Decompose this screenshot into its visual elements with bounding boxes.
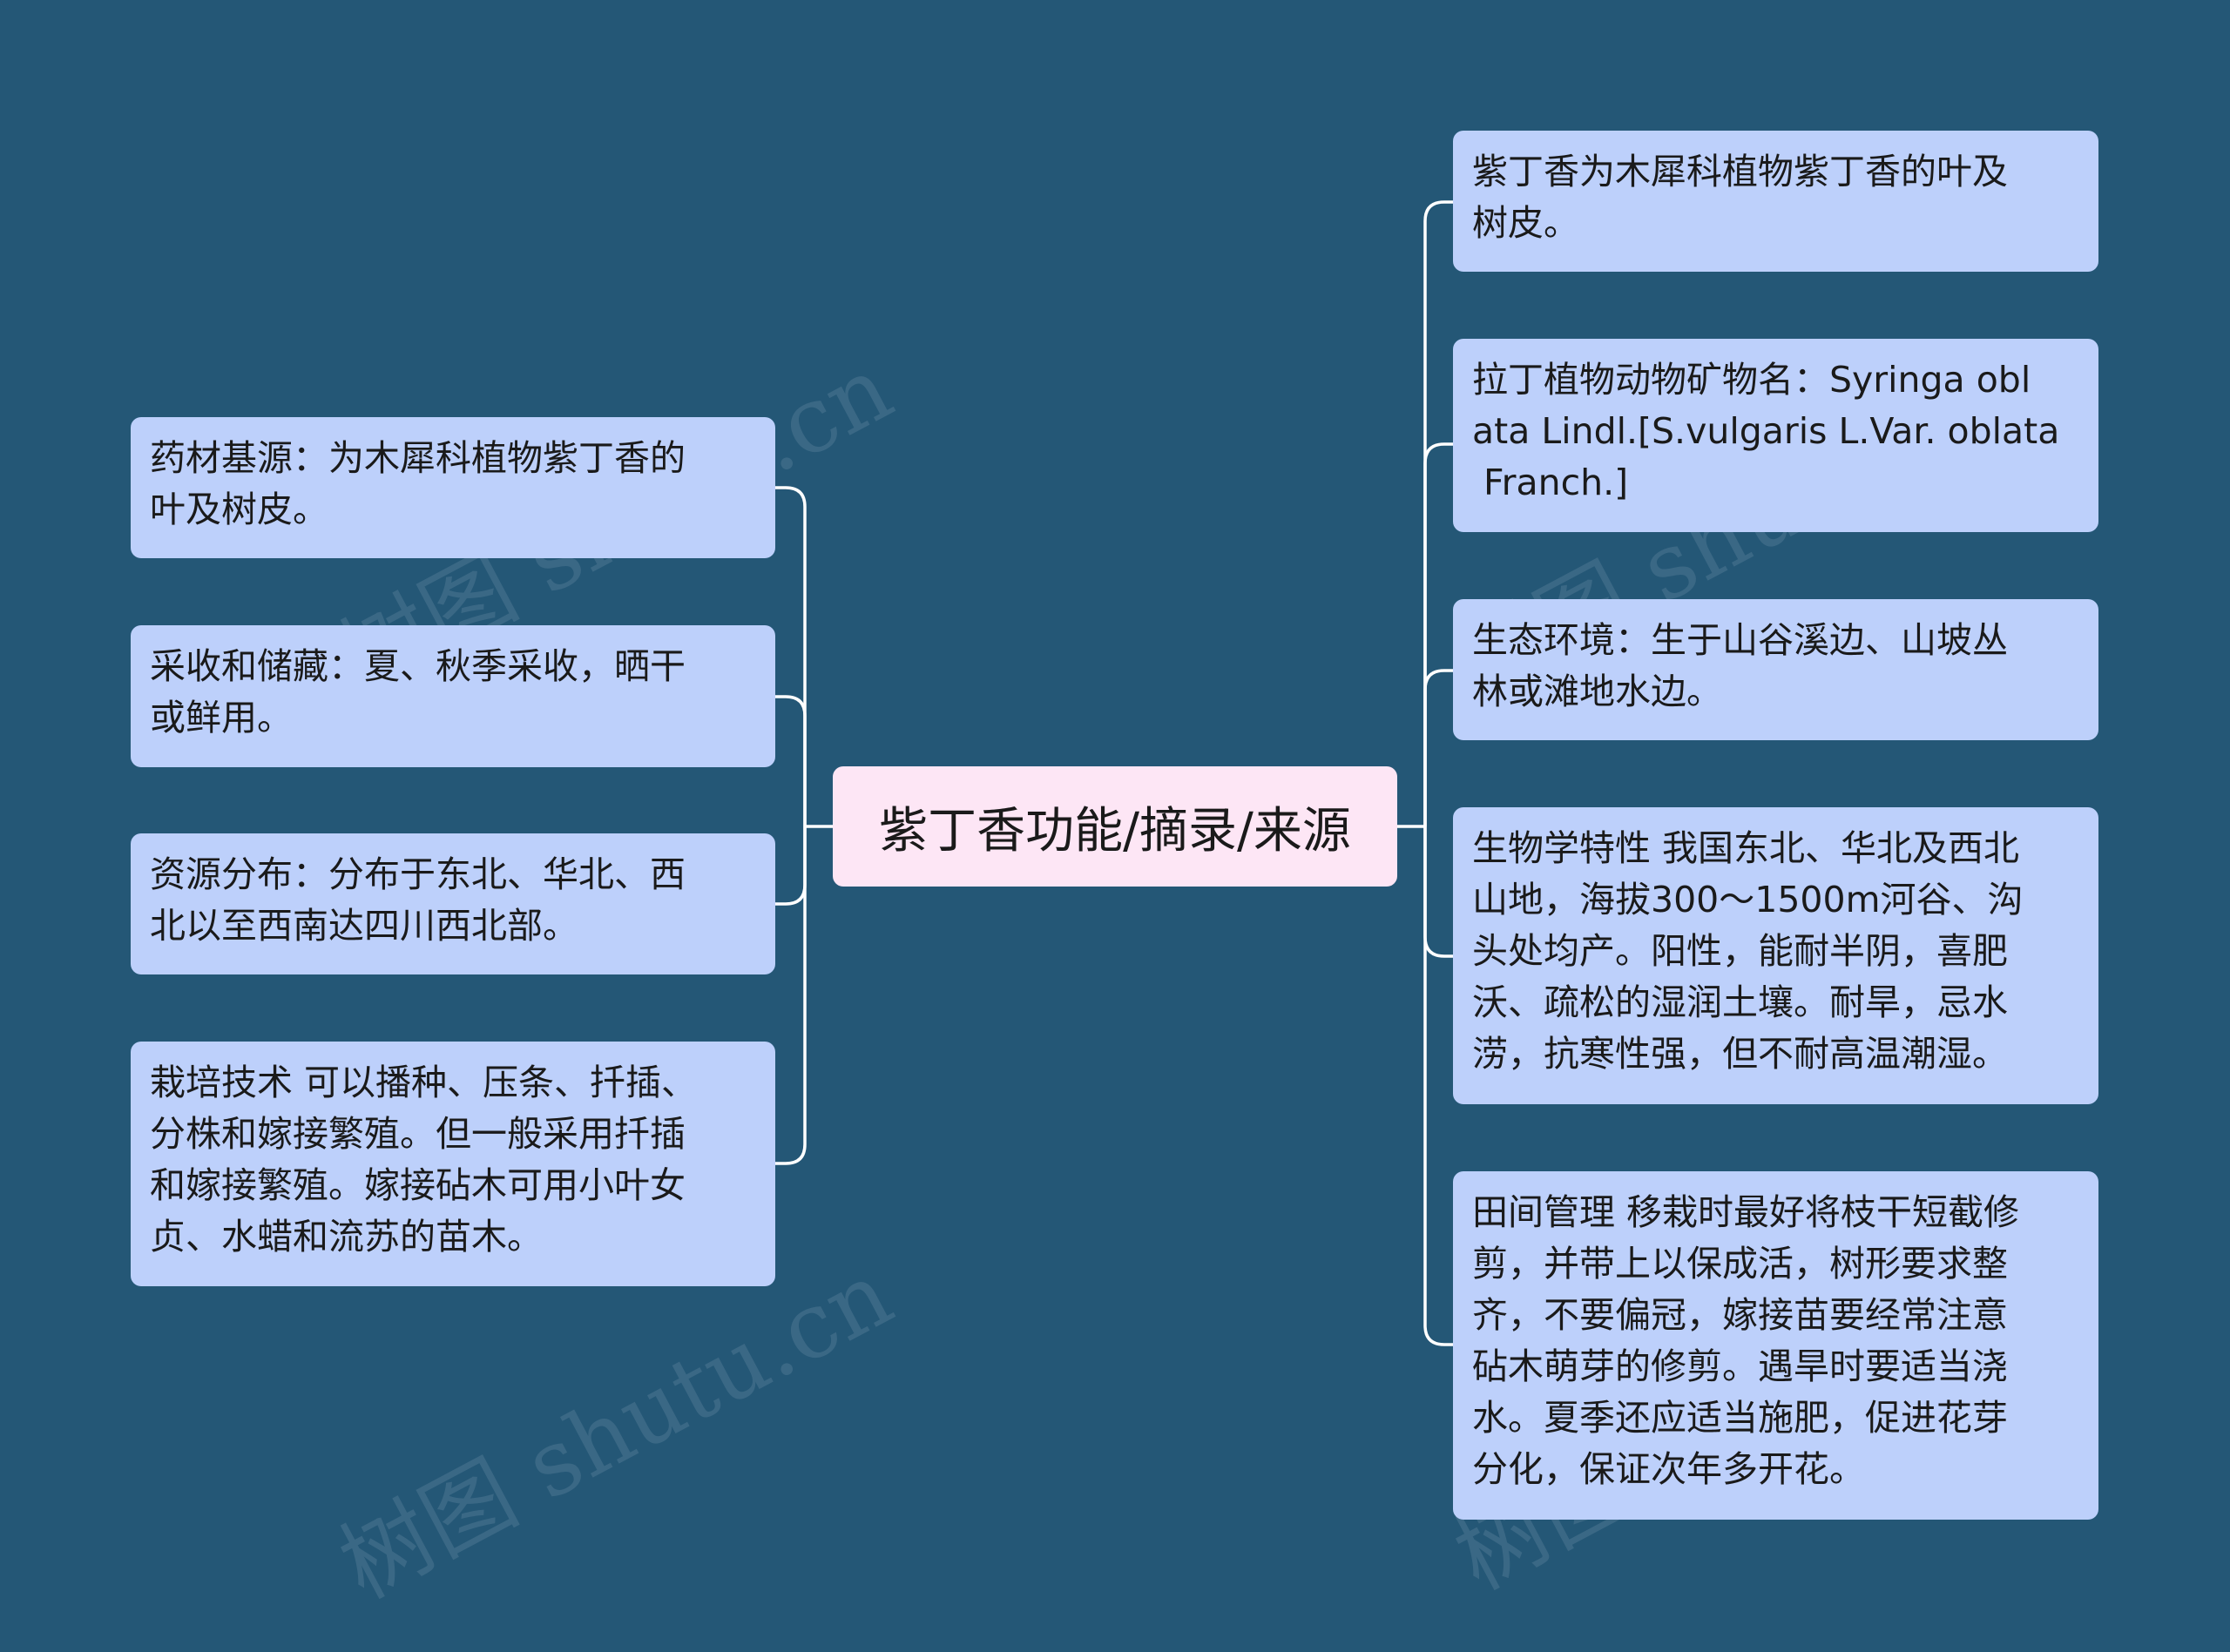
connector-left-branch-1 — [775, 486, 807, 826]
left-node-cultivation[interactable]: 栽培技术 可以播种、压条、扦插、 分株和嫁接繁殖。但一般采用扦插 和嫁接繁殖。嫁… — [131, 1042, 775, 1286]
root-node-label: 紫丁香功能/摘录/来源 — [879, 802, 1351, 860]
right-node-biology[interactable]: 生物学特性 我国东北、华北及西北 山地，海拔300～1500m河谷、沟 头处均产… — [1453, 807, 2098, 1104]
right-node-plant-origin[interactable]: 紫丁香为木犀科植物紫丁香的叶及 树皮。 — [1453, 131, 2098, 272]
connector-left-branch-2 — [775, 695, 807, 826]
connector-right-branch-4 — [1423, 826, 1453, 958]
right-node-latin-name[interactable]: 拉丁植物动物矿物名：Syringa obl ata Lindl.[S.vulga… — [1453, 339, 2098, 532]
connector-right-branch-3 — [1423, 669, 1453, 826]
connector-right-branch-1 — [1423, 200, 1453, 826]
left-node-distribution[interactable]: 资源分布：分布于东北、华北、西 北以至西南达四川西北部。 — [131, 833, 775, 974]
left-node-harvest-storage[interactable]: 采收和储藏：夏、秋季采收，晒干 或鲜用。 — [131, 625, 775, 767]
right-node-habitat[interactable]: 生态环境：生于山谷溪边、山坡丛 林或滩地水边。 — [1453, 599, 2098, 740]
connector-right-branch-5 — [1423, 826, 1453, 1346]
left-node-medicinal-source[interactable]: 药材基源：为木犀科植物紫丁香的 叶及树皮。 — [131, 417, 775, 558]
connector-left-branch-3 — [775, 826, 807, 906]
connector-left-branch-4 — [775, 826, 807, 1165]
root-node[interactable]: 紫丁香功能/摘录/来源 — [833, 766, 1397, 887]
right-node-field-management[interactable]: 田间管理 移栽时最好将枝干短截修 剪，并带上以保成活，树形要求整 齐，不要偏冠，… — [1453, 1171, 2098, 1520]
connector-right-branch-2 — [1423, 442, 1453, 826]
